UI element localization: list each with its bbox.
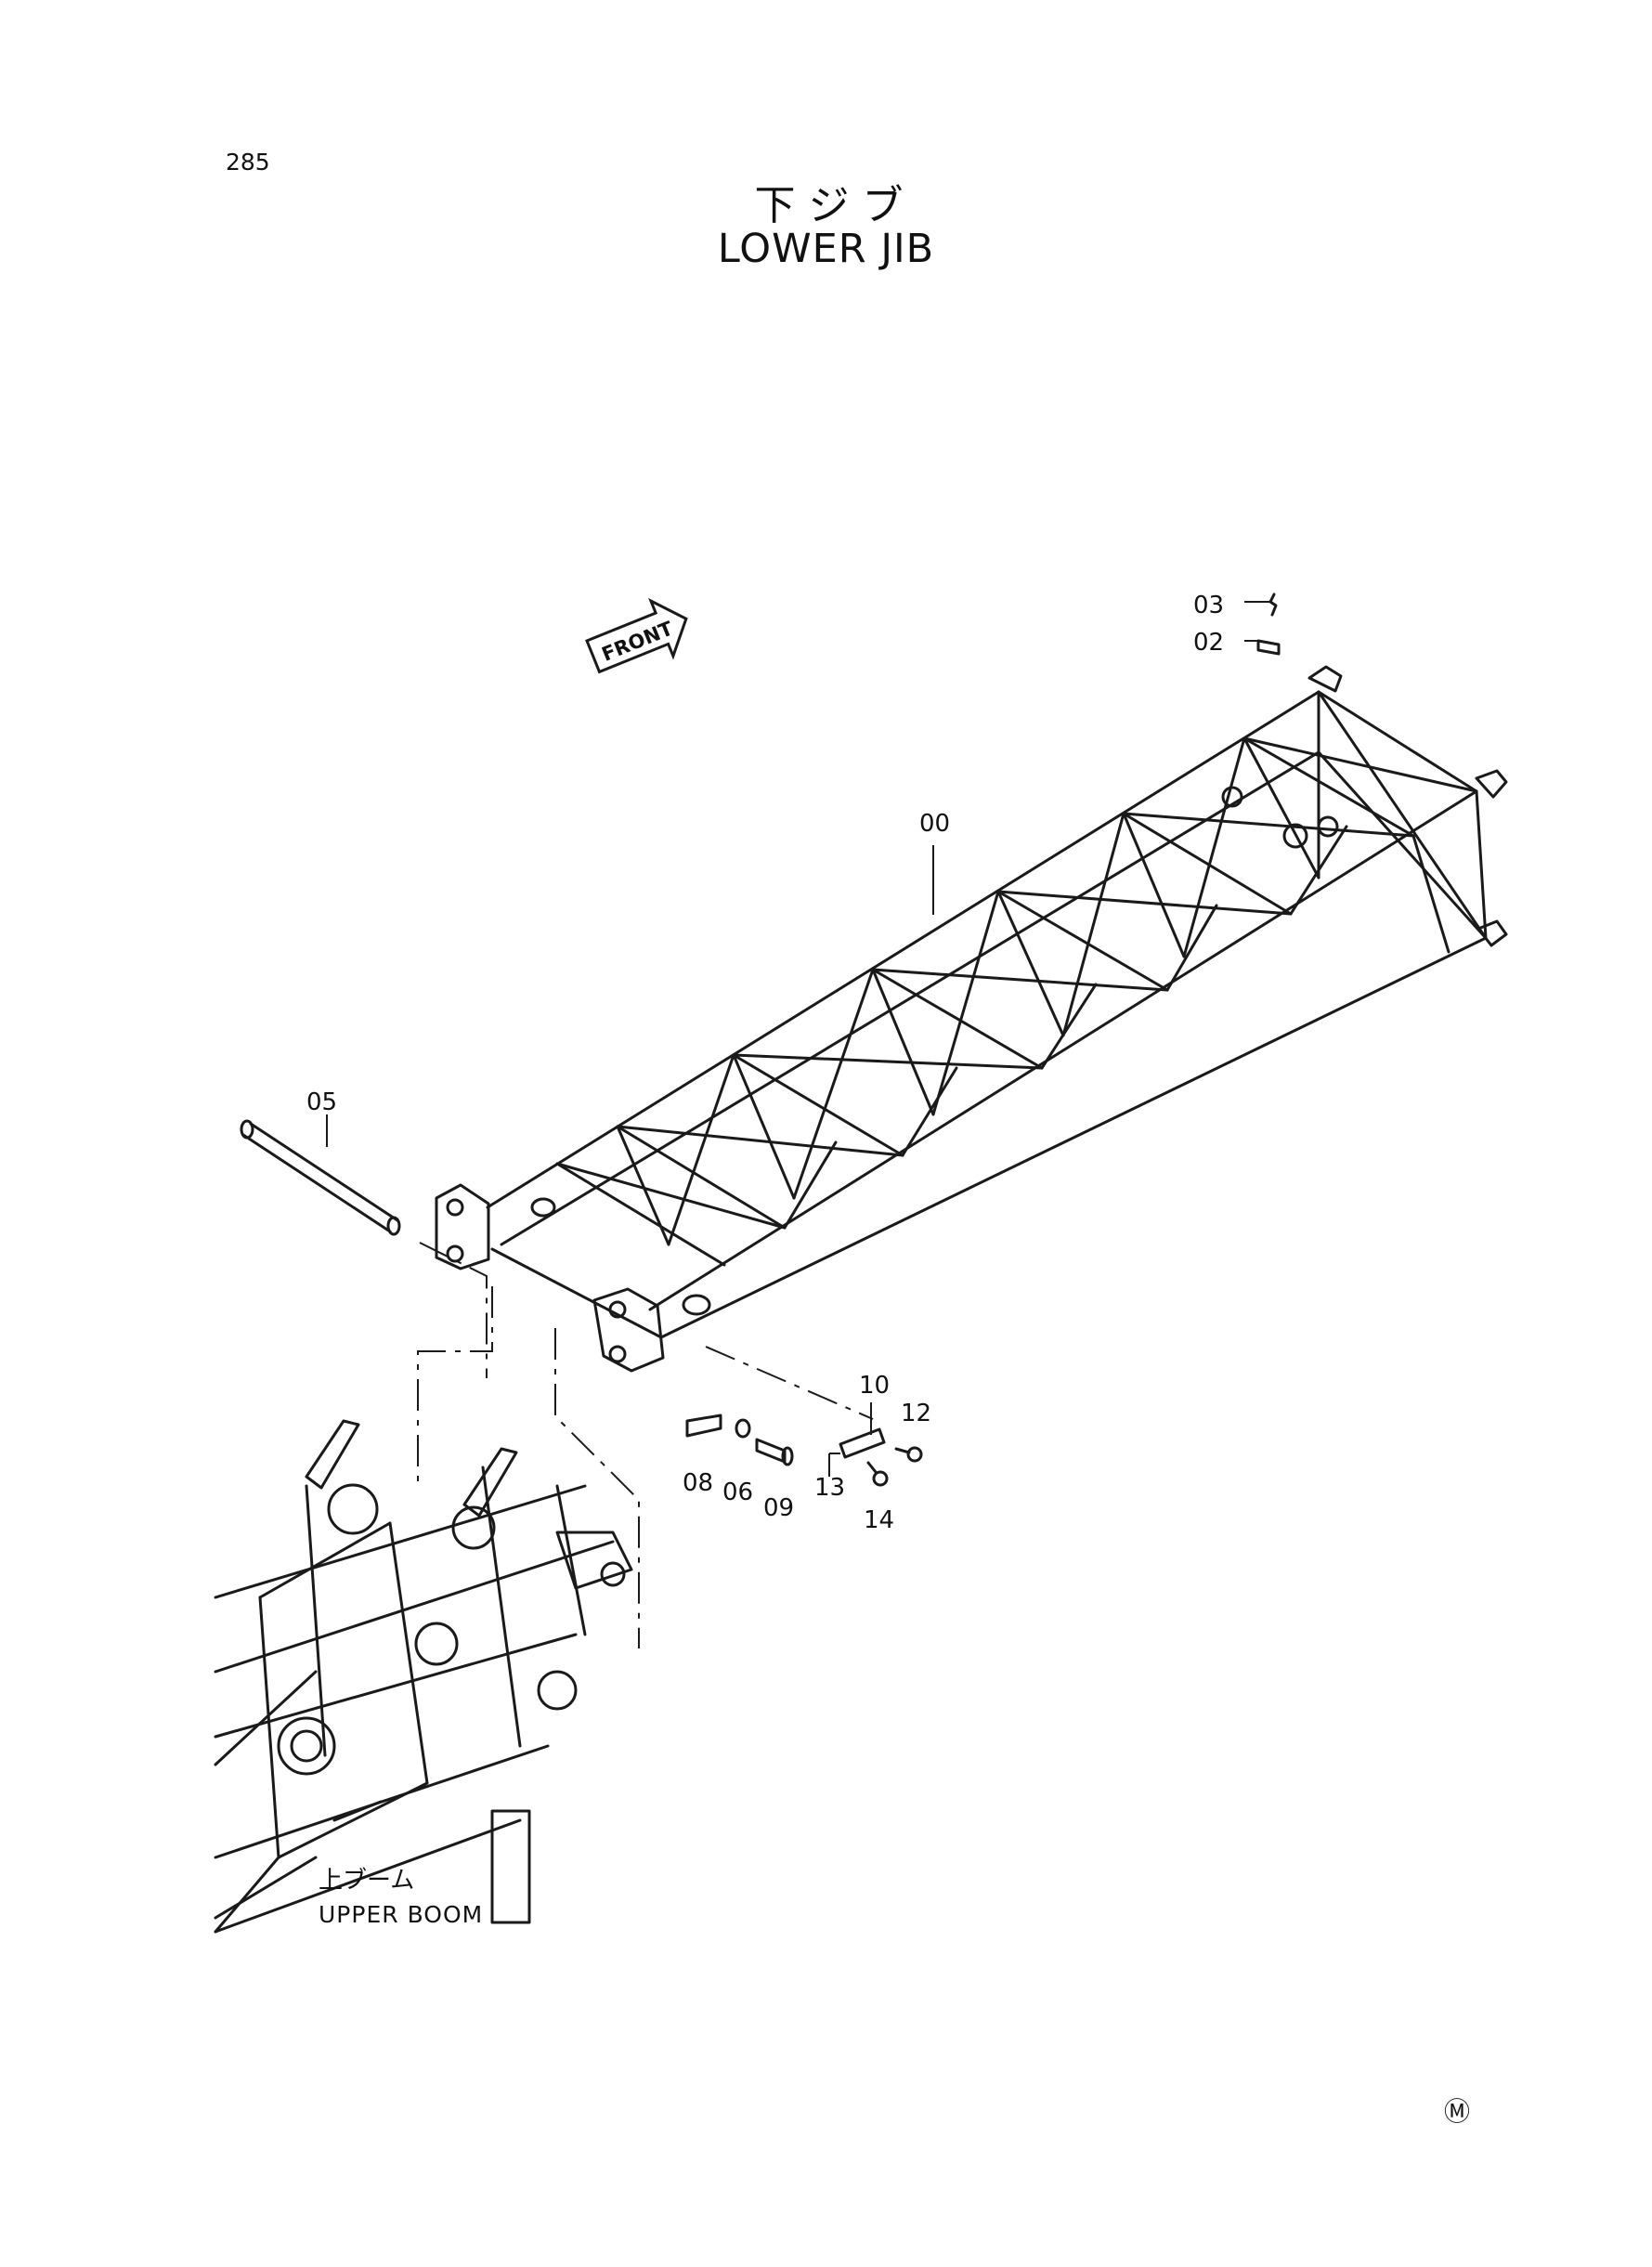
callout-10: 10: [859, 1372, 890, 1400]
callout-03: 03: [1193, 592, 1224, 619]
callout-05: 05: [306, 1088, 337, 1116]
footer-mark: Ⓜ: [1444, 2096, 1470, 2127]
front-arrow: FRONT: [585, 597, 688, 674]
upper-boom-label-english: UPPER BOOM: [319, 1901, 483, 1928]
lower-jib-lattice: [435, 665, 1508, 1373]
title-japanese: 下ジブ: [754, 182, 917, 229]
callout-13: 13: [814, 1474, 845, 1502]
callout-08: 08: [683, 1469, 713, 1497]
callout-00: 00: [919, 810, 950, 838]
callout-12: 12: [901, 1400, 931, 1427]
callout-06: 06: [722, 1479, 753, 1506]
page-number: 285: [226, 149, 270, 176]
upper-boom: [214, 1419, 633, 1934]
callout-09: 09: [763, 1494, 794, 1522]
callout-02: 02: [1193, 629, 1224, 657]
title-english: LOWER JIB: [717, 226, 935, 272]
pin-05: [240, 1119, 401, 1236]
upper-boom-label-japanese: 上ブーム: [319, 1867, 414, 1895]
callout-14: 14: [864, 1506, 894, 1534]
hardware-parts: [685, 593, 1281, 1487]
